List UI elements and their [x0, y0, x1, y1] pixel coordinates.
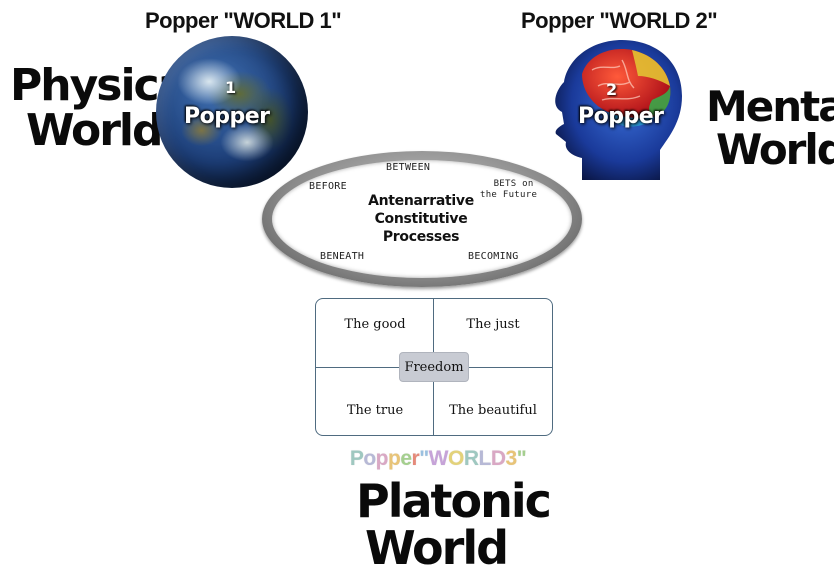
term-bets-line2: the Future	[480, 190, 538, 200]
term-bets-on-the-future: BETS on the Future	[480, 179, 537, 201]
antenarrative-line1: Antenarrative	[368, 193, 474, 209]
grid-cell-the-good: The good	[344, 317, 406, 332]
world1-image-text: Popper	[184, 104, 270, 129]
grid-cell-the-beautiful: The beautiful	[449, 403, 537, 418]
world1-heading: Popper "WORLD 1"	[145, 8, 342, 33]
earth-globe-image	[156, 36, 308, 188]
mental-label-line2: World	[716, 124, 834, 174]
world1-image-number: 1	[225, 78, 237, 97]
mental-label-line1: Mental	[706, 82, 834, 131]
antenarrative-ellipse-inner	[272, 160, 572, 278]
antenarrative-line3: Processes	[382, 229, 460, 245]
grid-cell-the-just: The just	[466, 317, 520, 332]
mental-world-label: Mental World	[706, 82, 834, 174]
platonic-label-line1: Platonic	[356, 474, 552, 528]
antenarrative-title: Antenarrative Constitutive Processes	[346, 192, 496, 246]
world2-heading: Popper "WORLD 2"	[521, 8, 718, 33]
antenarrative-line2: Constitutive	[374, 211, 468, 227]
term-before: BEFORE	[309, 181, 347, 192]
world2-image-text: Popper	[578, 104, 664, 129]
brain-head-image	[542, 30, 692, 188]
world2-image-number: 2	[606, 80, 618, 99]
platonic-world-label: Platonic World	[356, 474, 552, 575]
freedom-center-box: Freedom	[399, 352, 469, 382]
term-between: BETWEEN	[386, 162, 431, 173]
term-bets-line1: BETS on	[493, 179, 534, 189]
world3-heading: Popper "WORLD 3"	[348, 447, 528, 471]
term-beneath: BENEATH	[320, 251, 365, 262]
platonic-label-line2: World	[364, 520, 509, 575]
world3-heading-text: Popper "WORLD 3"	[349, 447, 527, 470]
physical-label-line2: World	[26, 104, 163, 156]
term-becoming: BECOMING	[468, 251, 519, 262]
grid-cell-the-true: The true	[346, 403, 404, 418]
